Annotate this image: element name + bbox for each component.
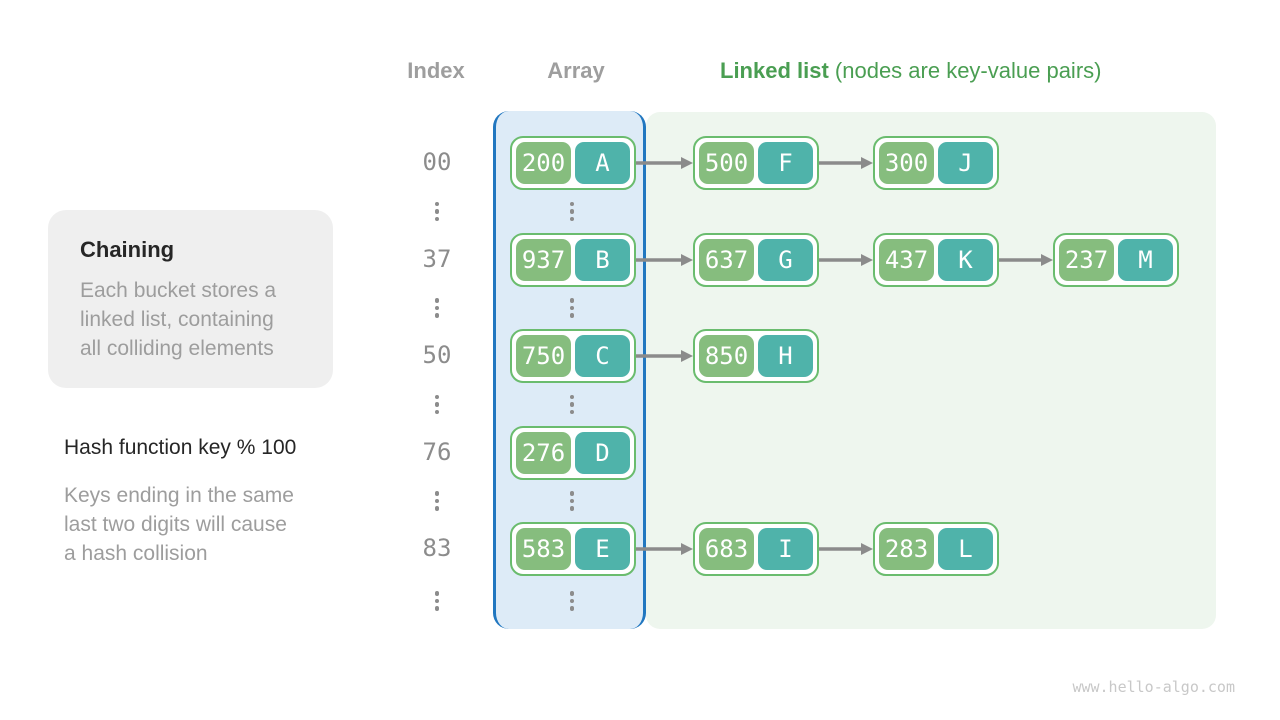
node-key-cell: 850 (699, 335, 754, 377)
node-value-cell: H (758, 335, 813, 377)
node-key-cell: 237 (1059, 239, 1114, 281)
ellipsis-dots (434, 298, 440, 318)
node-value-cell: F (758, 142, 813, 184)
hash-collision-description: Keys ending in the same last two digits … (64, 484, 294, 565)
node-value-cell: K (938, 239, 993, 281)
chain-arrow (636, 541, 693, 557)
node-key-cell: 637 (699, 239, 754, 281)
column-header-array: Array (547, 58, 605, 83)
node-value-cell: J (938, 142, 993, 184)
node-key-cell: 500 (699, 142, 754, 184)
note-title: Chaining (80, 237, 175, 262)
index-label: 00 (422, 148, 452, 176)
arrow-icon (636, 543, 693, 555)
node-value-cell: D (575, 432, 630, 474)
chain-arrow (819, 155, 873, 171)
index-label: 37 (422, 245, 452, 273)
node-key-cell: 300 (879, 142, 934, 184)
arrow-icon (819, 157, 873, 169)
arrow-icon (999, 254, 1053, 266)
chaining-note-card: Chaining Each bucket stores a linked lis… (48, 210, 333, 388)
node-key-cell: 583 (516, 528, 571, 570)
chain-arrow (819, 252, 873, 268)
chain-arrow (636, 348, 693, 364)
chain-arrow (636, 252, 693, 268)
node-key-cell: 937 (516, 239, 571, 281)
ellipsis-dots (569, 591, 575, 611)
linked-list-sublabel: (nodes are key-value pairs) (828, 58, 1102, 83)
chain-arrow (636, 155, 693, 171)
watermark: www.hello-algo.com (1072, 678, 1235, 696)
arrow-icon (636, 157, 693, 169)
node-value-cell: E (575, 528, 630, 570)
note-body: Each bucket stores a linked list, contai… (80, 279, 277, 360)
ellipsis-dots (434, 394, 440, 414)
chain-arrow (999, 252, 1053, 268)
hash-function-label: Hash function key % 100 (64, 436, 297, 459)
index-label: 50 (422, 341, 452, 369)
ellipsis-dots (569, 298, 575, 318)
arrow-icon (636, 254, 693, 266)
ellipsis-dots (434, 201, 440, 221)
arrow-icon (819, 254, 873, 266)
ellipsis-dots (569, 201, 575, 221)
node-value-cell: C (575, 335, 630, 377)
index-label: 83 (422, 534, 452, 562)
node-key-cell: 276 (516, 432, 571, 474)
node-key-cell: 750 (516, 335, 571, 377)
node-value-cell: B (575, 239, 630, 281)
node-key-cell: 683 (699, 528, 754, 570)
ellipsis-dots (434, 591, 440, 611)
column-header-linked-list: Linked list (nodes are key-value pairs) (720, 58, 1101, 84)
node-key-cell: 200 (516, 142, 571, 184)
ellipsis-dots (569, 394, 575, 414)
node-value-cell: G (758, 239, 813, 281)
node-key-cell: 437 (879, 239, 934, 281)
ellipsis-dots (434, 491, 440, 511)
arrow-icon (636, 350, 693, 362)
node-key-cell: 283 (879, 528, 934, 570)
column-header-index: Index (407, 58, 465, 83)
node-value-cell: I (758, 528, 813, 570)
chain-arrow (819, 541, 873, 557)
index-label: 76 (422, 438, 452, 466)
linked-list-label: Linked list (720, 58, 829, 83)
ellipsis-dots (569, 491, 575, 511)
arrow-icon (819, 543, 873, 555)
node-value-cell: M (1118, 239, 1173, 281)
node-value-cell: L (938, 528, 993, 570)
node-value-cell: A (575, 142, 630, 184)
